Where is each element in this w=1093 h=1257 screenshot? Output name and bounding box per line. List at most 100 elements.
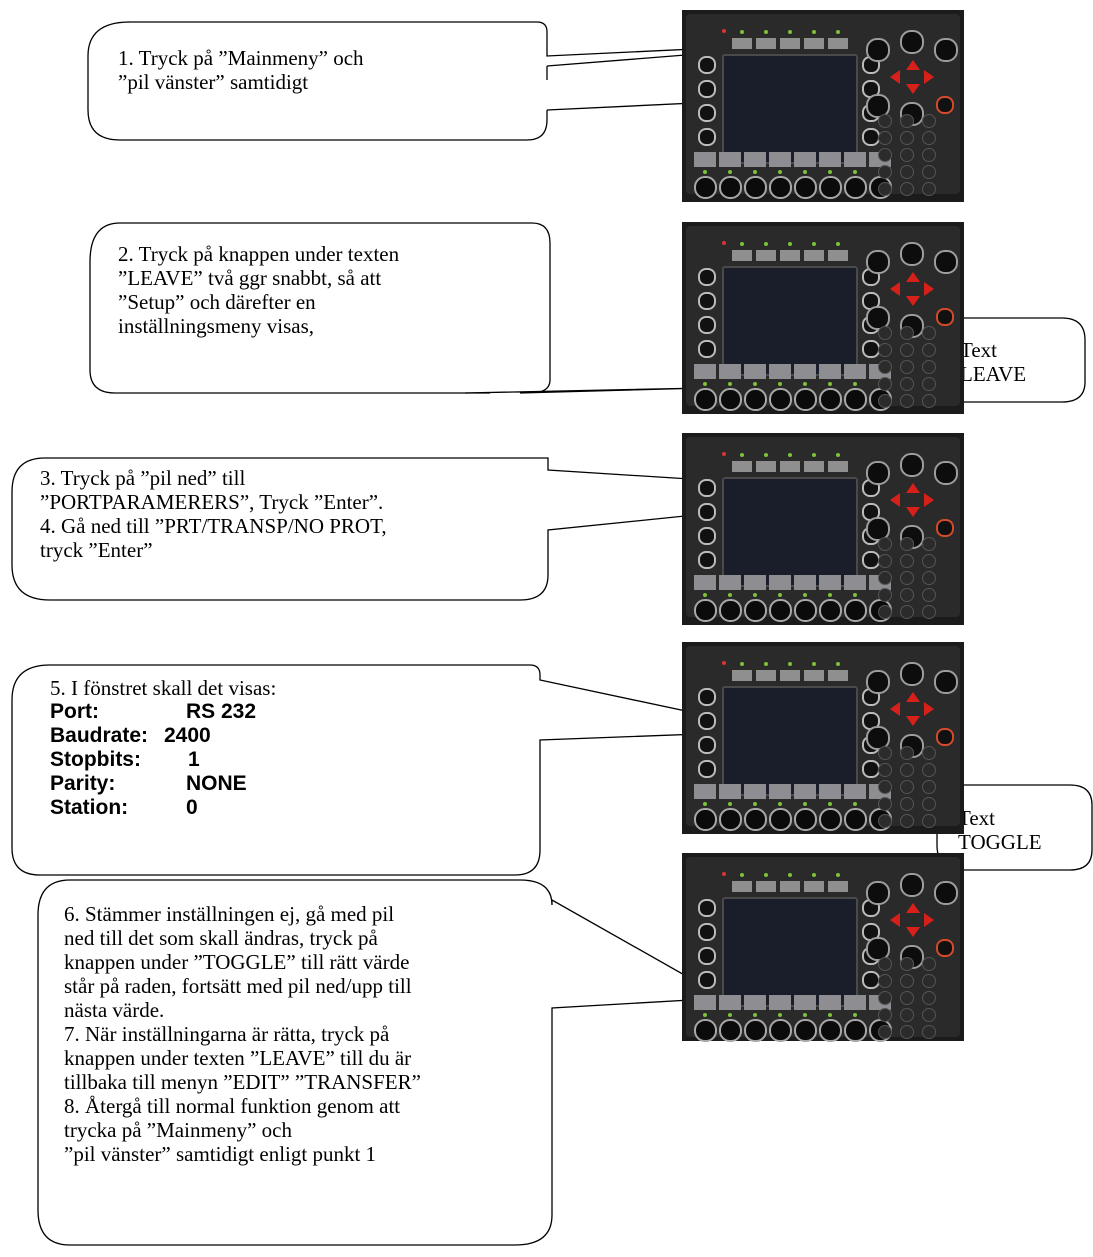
soft-key <box>694 152 716 167</box>
keypad-key <box>900 343 914 357</box>
function-key <box>804 670 824 681</box>
soft-key <box>844 784 866 799</box>
setting-value: 2400 <box>164 724 211 747</box>
menu-button <box>866 461 890 485</box>
keypad-key <box>922 1025 936 1039</box>
soft-key <box>694 784 716 799</box>
step-6-line: 7. När inställningarna är rätta, tryck p… <box>64 1022 390 1046</box>
keypad-key <box>900 1025 914 1039</box>
step-1-line: ”pil vänster” samtidigt <box>118 70 309 94</box>
keypad-key <box>878 326 892 340</box>
function-key <box>732 670 752 681</box>
softkey-led <box>728 802 732 806</box>
side-button <box>698 80 716 98</box>
keypad-key <box>922 554 936 568</box>
power-led <box>722 29 726 33</box>
leave-callout-line: LEAVE <box>960 362 1027 386</box>
arrow-right-icon <box>924 70 934 84</box>
enter-button <box>936 939 954 957</box>
side-button <box>698 899 716 917</box>
setting-label: Stopbits: <box>50 748 141 771</box>
keypad-key <box>900 780 914 794</box>
bottom-button <box>819 176 842 199</box>
toggle-callout-text: Text TOGGLE <box>958 806 1042 854</box>
keypad-key <box>900 571 914 585</box>
soft-key <box>844 575 866 590</box>
bottom-button <box>769 176 792 199</box>
softkey-led <box>778 382 782 386</box>
power-led <box>722 241 726 245</box>
bottom-button <box>844 388 867 411</box>
step-3-line: 4. Gå ned till ”PRT/TRANSP/NO PROT, <box>40 514 387 538</box>
keypad-key <box>878 114 892 128</box>
keypad-key <box>922 991 936 1005</box>
softkey-led <box>728 382 732 386</box>
function-key <box>732 38 752 49</box>
softkey-led <box>803 802 807 806</box>
softkey-led <box>728 170 732 174</box>
indicator-led <box>836 662 840 666</box>
step-6-line: tillbaka till menyn ”EDIT” ”TRANSFER” <box>64 1070 421 1094</box>
menu-button <box>866 38 890 62</box>
step-6-line: ned till det som skall ändras, tryck på <box>64 926 378 950</box>
arrow-left-icon <box>890 493 900 507</box>
softkey-led <box>753 170 757 174</box>
soft-key <box>769 995 791 1010</box>
bottom-button <box>694 1019 717 1042</box>
function-key <box>828 881 848 892</box>
step-1-line: 1. Tryck på ”Mainmeny” och <box>118 46 364 70</box>
soft-key <box>719 152 741 167</box>
keypad-key <box>922 537 936 551</box>
side-button <box>698 268 716 286</box>
bottom-button <box>844 808 867 831</box>
softkey-led <box>703 170 707 174</box>
menu-button <box>900 453 924 477</box>
indicator-led <box>740 242 744 246</box>
side-button <box>698 292 716 310</box>
softkey-led <box>703 593 707 597</box>
keypad-key <box>878 797 892 811</box>
keypad-key <box>922 394 936 408</box>
soft-key <box>844 364 866 379</box>
function-key <box>828 250 848 261</box>
bottom-button <box>719 808 742 831</box>
leave-callout-line: Text <box>960 338 998 362</box>
bottom-button <box>769 808 792 831</box>
menu-button <box>900 662 924 686</box>
soft-key <box>844 995 866 1010</box>
keypad-key <box>922 148 936 162</box>
setting-row-port: Port: RS 232 <box>50 700 276 724</box>
side-button <box>698 551 716 569</box>
display-screen <box>722 686 858 796</box>
indicator-led <box>764 242 768 246</box>
enter-button <box>936 96 954 114</box>
bottom-button <box>794 176 817 199</box>
display-screen <box>722 897 858 1007</box>
arrow-down-icon <box>906 927 920 937</box>
soft-key <box>769 575 791 590</box>
bottom-button <box>694 599 717 622</box>
keypad-key <box>900 326 914 340</box>
softkey-led <box>828 170 832 174</box>
bottom-button <box>769 599 792 622</box>
softkey-led <box>853 802 857 806</box>
bottom-button <box>694 388 717 411</box>
keypad-key <box>878 763 892 777</box>
step-6-line: knappen under texten ”LEAVE” till du är <box>64 1046 412 1070</box>
indicator-led <box>812 873 816 877</box>
softkey-led <box>853 593 857 597</box>
keypad-key <box>922 343 936 357</box>
enter-button <box>936 728 954 746</box>
step-6-line: ”pil vänster” samtidigt enligt punkt 1 <box>64 1142 377 1166</box>
keypad-key <box>878 814 892 828</box>
bottom-button <box>694 808 717 831</box>
step-2-line: ”Setup” och därefter en <box>118 290 316 314</box>
step-6-text: 6. Stämmer inställningen ej, gå med pil … <box>64 902 421 1166</box>
setting-row-stopbits: Stopbits: 1 <box>50 748 276 772</box>
toggle-callout-line: Text <box>958 806 996 830</box>
softkey-led <box>853 170 857 174</box>
arrow-left-icon <box>890 70 900 84</box>
settings-list: Port: RS 232 Baudrate: 2400 Stopbits: 1 … <box>50 700 276 820</box>
softkey-led <box>703 382 707 386</box>
soft-key <box>719 575 741 590</box>
